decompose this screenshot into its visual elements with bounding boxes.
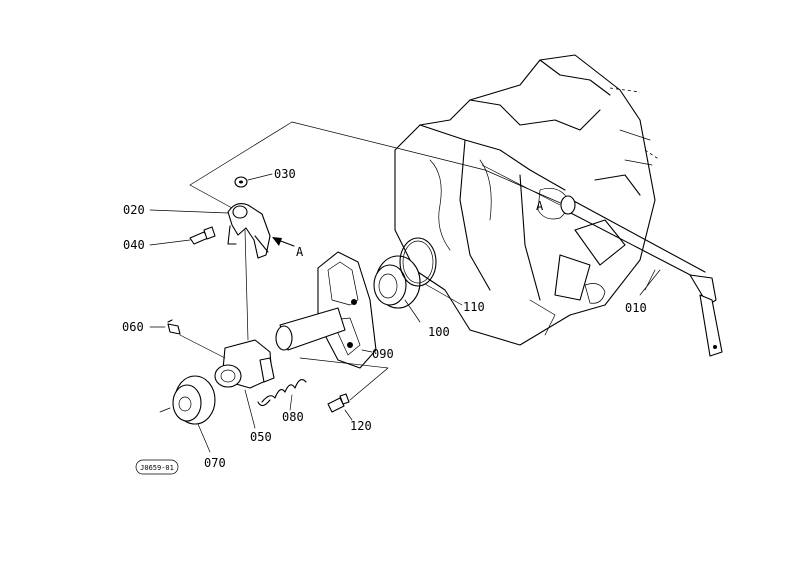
drawing-code-text: J0659-01	[140, 464, 174, 472]
assembly-reference-lines	[189, 121, 566, 341]
part-020-release-fork	[227, 203, 271, 259]
part-120-bolt	[327, 393, 350, 413]
label-090: 090	[372, 347, 394, 361]
label-050: 050	[250, 430, 272, 444]
marker-a-fork: A	[296, 245, 304, 259]
label-070: 070	[204, 456, 226, 470]
part-060-grease-fitting	[167, 319, 181, 335]
part-070-release-bearing	[159, 375, 216, 425]
drawing-code-stamp: J0659-01	[135, 459, 179, 475]
part-090-front-cover	[275, 251, 377, 369]
part-010-release-lever	[560, 195, 723, 357]
label-010: 010	[625, 301, 647, 315]
view-arrow-a	[272, 237, 295, 247]
label-080: 080	[282, 410, 304, 424]
label-060: 060	[122, 320, 144, 334]
label-030: 030	[274, 167, 296, 181]
part-110-o-ring	[399, 237, 437, 287]
part-050-release-hub	[214, 339, 275, 389]
part-080-return-spring	[257, 379, 307, 407]
part-040-bolt	[189, 226, 216, 245]
callout-leaders	[149, 173, 661, 453]
label-110: 110	[463, 300, 485, 314]
part-030-washer	[234, 176, 248, 188]
marker-a-housing: A	[536, 199, 544, 213]
label-120: 120	[350, 419, 372, 433]
label-040: 040	[123, 238, 145, 252]
label-100: 100	[428, 325, 450, 339]
label-020: 020	[123, 203, 145, 217]
transmission-housing	[394, 54, 661, 346]
part-100-oil-seal	[373, 255, 421, 309]
